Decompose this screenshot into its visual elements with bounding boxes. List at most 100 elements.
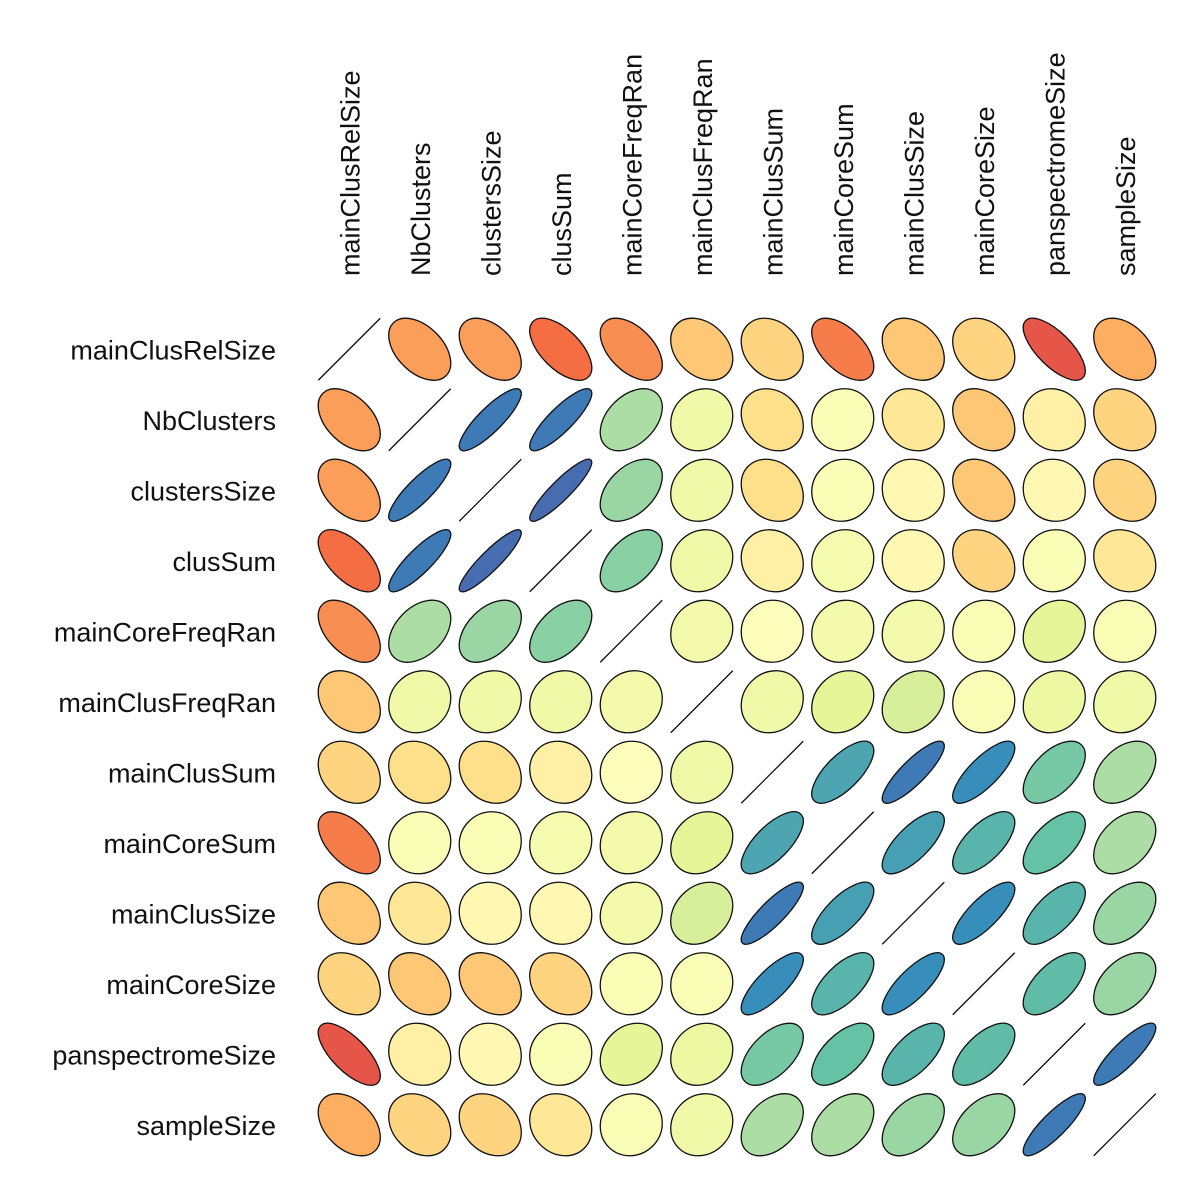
cell-mainCoreFreqRan-sampleSize [1093,599,1157,663]
cell-mainCoreSum-mainClusSum [740,811,804,875]
row-label-clustersSize: clustersSize [130,476,276,506]
cell-sampleSize-sampleSize-diagonal [1093,1093,1157,1157]
cell-NbClusters-mainCoreSize [952,388,1016,452]
row-label-mainCoreFreqRan: mainCoreFreqRan [54,617,276,647]
cell-mainClusSize-mainClusSum [740,881,804,945]
cell-panspectromeSize-sampleSize [1093,1022,1157,1086]
cell-mainClusSum-mainClusRelSize [317,740,381,804]
cell-mainClusRelSize-mainCoreSize [952,317,1016,381]
column-label-panspectromeSize: panspectromeSize [1040,52,1070,276]
correlation-cells [317,317,1157,1157]
cell-mainClusRelSize-mainClusSum [740,317,804,381]
cell-mainClusRelSize-panspectromeSize [1022,317,1086,381]
cell-mainCoreFreqRan-clustersSize [458,599,522,663]
cell-mainClusSum-mainClusSize [881,740,945,804]
cell-mainCoreSum-panspectromeSize [1022,811,1086,875]
cell-panspectromeSize-mainClusSize [881,1022,945,1086]
cell-mainClusFreqRan-clustersSize [458,670,522,734]
cell-mainCoreSum-mainCoreFreqRan [599,811,663,875]
column-label-sampleSize: sampleSize [1111,136,1141,276]
column-label-mainClusFreqRan: mainClusFreqRan [688,58,718,276]
cell-clustersSize-mainClusRelSize [317,458,381,522]
cell-clusSum-clustersSize [458,529,522,593]
cell-panspectromeSize-mainClusSum [740,1022,804,1086]
cell-mainClusRelSize-mainClusRelSize-diagonal [317,317,381,381]
cell-clusSum-mainClusFreqRan [670,529,734,593]
cell-mainCoreFreqRan-panspectromeSize [1022,599,1086,663]
cell-clustersSize-clusSum [529,458,593,522]
cell-panspectromeSize-mainCoreSize [952,1022,1016,1086]
cell-mainClusSize-sampleSize [1093,881,1157,945]
cell-clusSum-panspectromeSize [1022,529,1086,593]
cell-sampleSize-mainClusSize [881,1093,945,1157]
column-label-mainClusSize: mainClusSize [899,111,929,276]
cell-mainCoreSum-mainCoreSum-diagonal [811,811,875,875]
cell-NbClusters-NbClusters-diagonal [388,388,452,452]
column-label-mainCoreFreqRan: mainCoreFreqRan [617,54,647,276]
cell-panspectromeSize-panspectromeSize-diagonal [1022,1022,1086,1086]
row-label-mainClusSize: mainClusSize [111,899,276,929]
cell-sampleSize-mainCoreFreqRan [599,1093,663,1157]
cell-clusSum-mainCoreFreqRan [599,529,663,593]
cell-mainClusSize-NbClusters [388,881,452,945]
cell-mainCoreSum-mainClusSize [881,811,945,875]
cell-mainCoreSum-mainCoreSize [952,811,1016,875]
cell-mainClusSum-mainCoreFreqRan [599,740,663,804]
cell-mainCoreSize-mainClusFreqRan [670,952,734,1016]
column-label-clustersSize: clustersSize [476,130,506,276]
cell-panspectromeSize-clustersSize [458,1022,522,1086]
cell-mainClusSum-panspectromeSize [1022,740,1086,804]
cell-mainCoreSum-NbClusters [388,811,452,875]
cell-clusSum-mainClusSize [881,529,945,593]
cell-mainCoreFreqRan-mainClusSize [881,599,945,663]
cell-mainCoreSize-mainCoreFreqRan [599,952,663,1016]
cell-NbClusters-clusSum [529,388,593,452]
cell-mainCoreSize-mainClusSum [740,952,804,1016]
column-label-mainCoreSize: mainCoreSize [970,106,1000,276]
cell-clusSum-clusSum-diagonal [529,529,593,593]
row-label-sampleSize: sampleSize [136,1111,276,1141]
column-label-clusSum: clusSum [547,172,577,276]
cell-clustersSize-mainCoreSize [952,458,1016,522]
cell-sampleSize-mainClusRelSize [317,1093,381,1157]
cell-mainClusRelSize-mainClusFreqRan [670,317,734,381]
cell-clustersSize-mainClusSum [740,458,804,522]
column-label-mainCoreSum: mainCoreSum [829,103,859,276]
cell-mainCoreFreqRan-mainCoreFreqRan-diagonal [599,599,663,663]
cell-sampleSize-clustersSize [458,1093,522,1157]
cell-panspectromeSize-mainCoreSum [811,1022,875,1086]
cell-clustersSize-sampleSize [1093,458,1157,522]
cell-mainClusSum-NbClusters [388,740,452,804]
cell-mainClusSize-mainClusRelSize [317,881,381,945]
cell-NbClusters-mainClusRelSize [317,388,381,452]
cell-mainClusFreqRan-mainClusSize [881,670,945,734]
row-label-panspectromeSize: panspectromeSize [52,1040,276,1070]
cell-mainClusFreqRan-NbClusters [388,670,452,734]
cell-mainCoreFreqRan-mainCoreSum [811,599,875,663]
cell-mainClusRelSize-NbClusters [388,317,452,381]
cell-mainClusSum-mainCoreSize [952,740,1016,804]
cell-sampleSize-clusSum [529,1093,593,1157]
cell-mainClusFreqRan-sampleSize [1093,670,1157,734]
cell-mainClusSum-mainClusSum-diagonal [740,740,804,804]
cell-mainClusSize-mainClusFreqRan [670,881,734,945]
cell-sampleSize-mainCoreSize [952,1093,1016,1157]
cell-mainCoreSize-mainClusRelSize [317,952,381,1016]
cell-clustersSize-NbClusters [388,458,452,522]
cell-clustersSize-mainClusFreqRan [670,458,734,522]
cell-mainClusSum-clustersSize [458,740,522,804]
cell-clusSum-mainCoreSum [811,529,875,593]
cell-clusSum-NbClusters [388,529,452,593]
row-label-clusSum: clusSum [172,547,276,577]
cell-mainCoreFreqRan-mainCoreSize [952,599,1016,663]
cell-clustersSize-mainCoreSum [811,458,875,522]
cell-sampleSize-panspectromeSize [1022,1093,1086,1157]
cell-mainCoreSum-sampleSize [1093,811,1157,875]
cell-mainCoreFreqRan-mainClusRelSize [317,599,381,663]
column-label-mainClusSum: mainClusSum [758,108,788,276]
cell-clustersSize-mainCoreFreqRan [599,458,663,522]
row-label-NbClusters: NbClusters [142,406,276,436]
cell-mainClusFreqRan-clusSum [529,670,593,734]
row-label-mainClusRelSize: mainClusRelSize [70,335,276,365]
